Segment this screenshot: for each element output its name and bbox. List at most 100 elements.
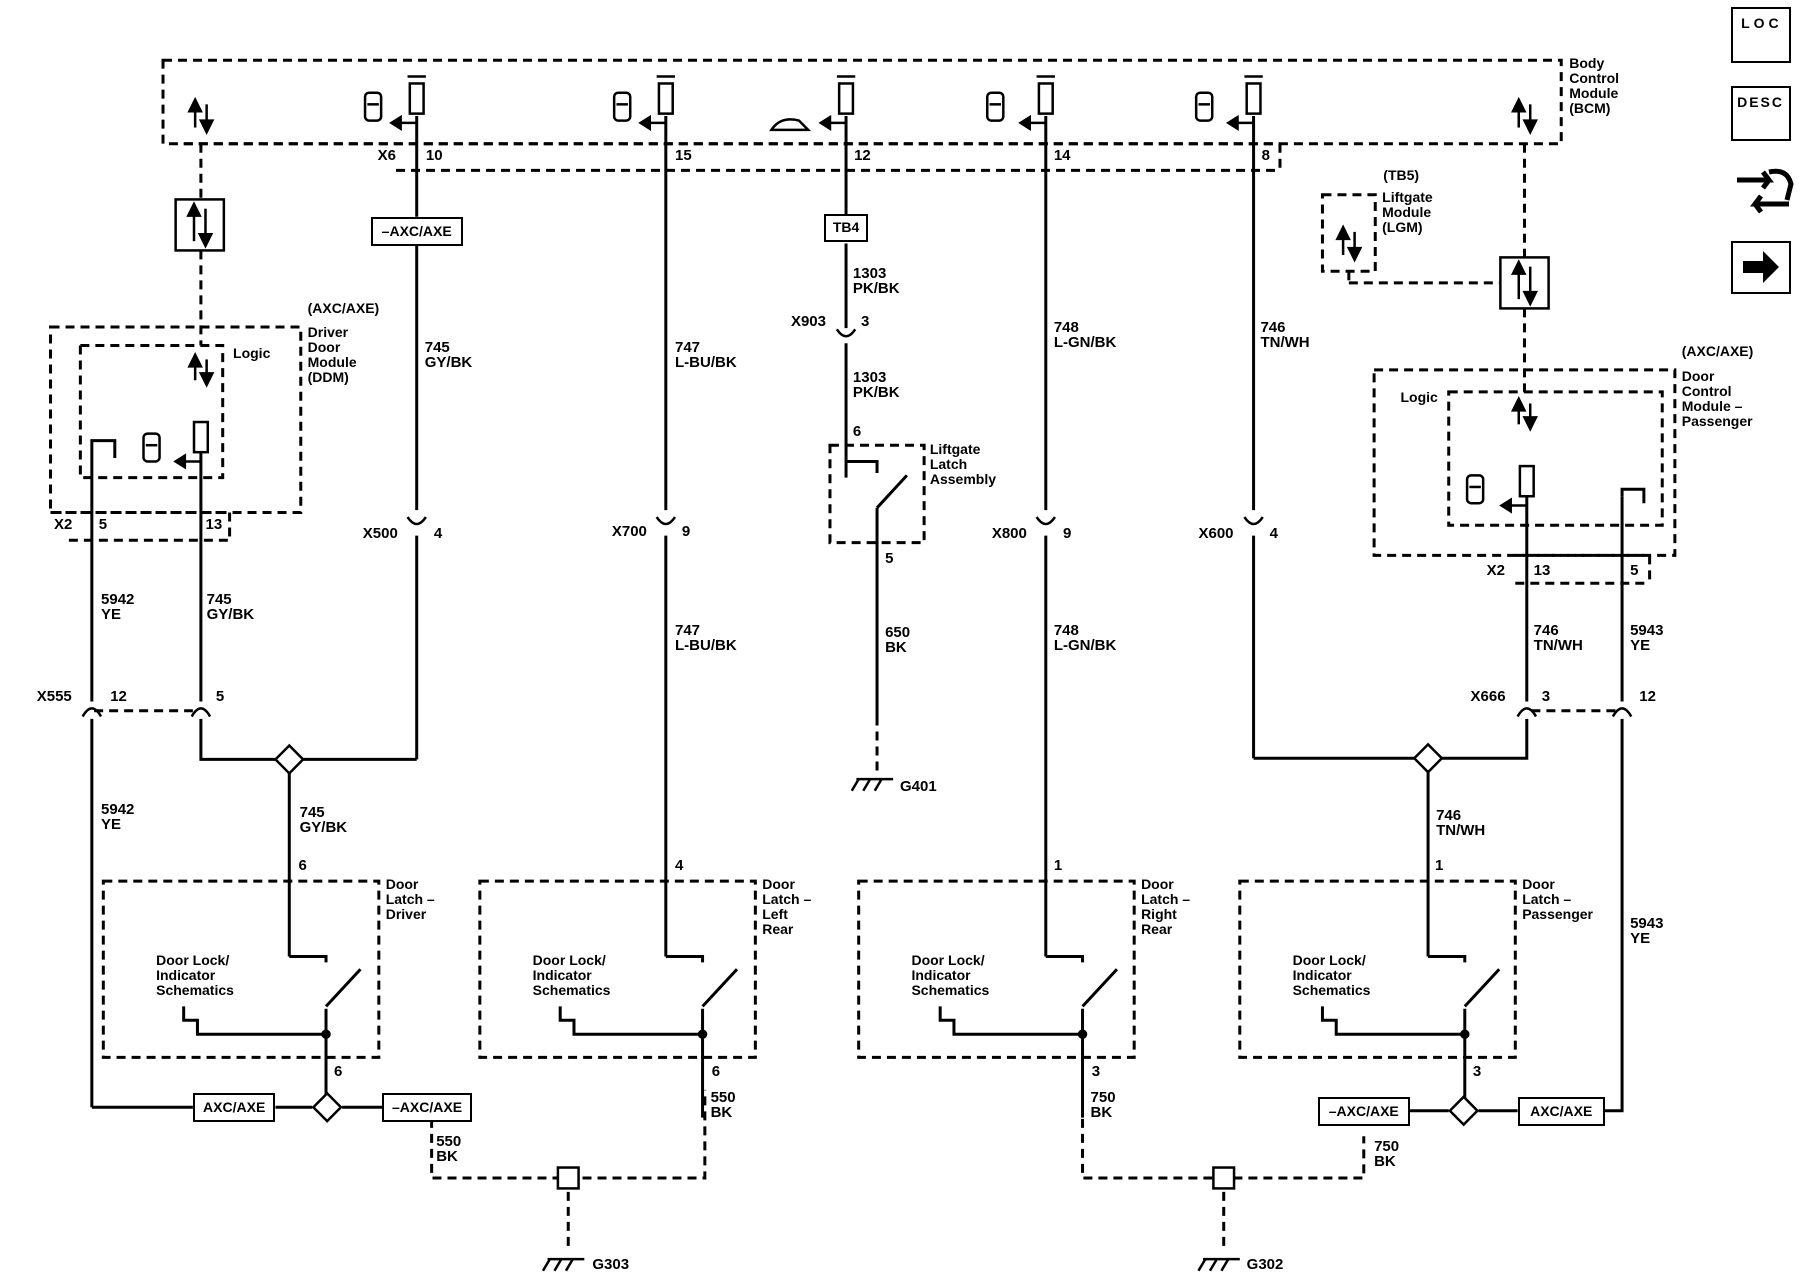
pin-3: 3 <box>860 313 870 331</box>
latch-contact <box>1428 955 1467 963</box>
dashed-module-outlines <box>49 58 1677 1250</box>
g401-ground-icon <box>873 778 883 792</box>
pin-3-d: 3 <box>1472 1063 1482 1081</box>
lgm-arrows-icon <box>1346 246 1363 263</box>
dcm-driver-resistor <box>1518 464 1535 498</box>
wire-label-1303: 1303 PK/BK <box>852 264 900 297</box>
pin-10: 10 <box>425 147 443 165</box>
ddm-logic-arrows-icon <box>187 351 203 368</box>
x903-cup <box>835 328 857 338</box>
wire-label-5943-b: 5943 YE <box>1630 914 1664 947</box>
dcm-logic-label: Logic <box>1400 388 1438 405</box>
connector-x800: X800 <box>991 525 1027 543</box>
ground-g401-label: G401 <box>900 778 937 796</box>
connector-view-icon[interactable] <box>1731 162 1795 220</box>
dcm-internal-ground <box>1620 487 1646 504</box>
desc-button[interactable]: DESC <box>1731 85 1791 142</box>
ddm-driver-resistor <box>192 420 210 454</box>
serial-data-arrows-icon <box>186 201 202 217</box>
wire-5943-low <box>1604 718 1624 1113</box>
pin-12-b: 12 <box>1639 687 1656 705</box>
serial-box-right <box>1499 256 1550 310</box>
door-latch-left-rear-outline <box>478 879 757 1059</box>
lock-schematics-label-left-rear: Door Lock/ Indicator Schematics <box>532 952 611 999</box>
wire-label-750: 750 BK <box>1090 1088 1116 1121</box>
output-arrow-icon <box>638 114 651 131</box>
output-arrow-icon <box>389 114 402 131</box>
bcm-driver-resistor <box>837 82 855 115</box>
x666-cup <box>1516 707 1538 718</box>
loc-label: LOC <box>1741 14 1783 31</box>
serial-data-arrows-icon <box>1510 259 1527 275</box>
g303-ground-icon <box>541 1258 551 1272</box>
latch-lock-link <box>938 1006 1083 1036</box>
ddm-logic-label: Logic <box>233 344 271 361</box>
wire-label-745-b: 745 GY/BK <box>206 591 255 624</box>
wire-label-550: 550 BK <box>710 1088 736 1121</box>
dcm-option-label: (AXC/AXE) <box>1681 343 1754 360</box>
splice-745 <box>273 743 305 776</box>
g401-ground-icon <box>862 778 872 792</box>
pin-5-b: 5 <box>215 687 225 705</box>
g303-dash-run <box>430 1089 707 1180</box>
splice-dot <box>1460 1029 1470 1039</box>
g302-ground-icon <box>1208 1258 1218 1272</box>
next-button[interactable] <box>1731 241 1791 295</box>
connector-x6: X6 <box>377 147 397 165</box>
loc-button[interactable]: LOC <box>1731 6 1791 63</box>
ddm-internal-ground <box>90 439 117 541</box>
liftgate-latch-outline <box>828 443 926 545</box>
next-arrow-glyph <box>1743 251 1780 284</box>
g302-splice-block <box>1212 1166 1236 1190</box>
connector-x2-right: X2 <box>1486 562 1505 580</box>
pin-3-b: 3 <box>1541 687 1551 705</box>
option-box-minus-axc-axe-left: –AXC/AXE <box>382 1093 472 1123</box>
wire-label-746-b: 746 TN/WH <box>1533 621 1583 654</box>
pin-12: 12 <box>854 147 871 165</box>
lock-schematics-label-right-rear: Door Lock/ Indicator Schematics <box>911 952 990 999</box>
door-latch-right-rear-outline <box>857 879 1136 1059</box>
door-latch-driver-label: Door Latch – Driver <box>385 875 435 922</box>
ddm-logic-outline <box>78 344 225 480</box>
dcm-logic-outline <box>1447 390 1664 527</box>
option-box-minus-axc-axe: –AXC/AXE <box>370 216 463 246</box>
g401-ground-icon <box>850 778 860 792</box>
bcm-label: Body Control Module (BCM) <box>1569 54 1620 116</box>
door-latch-passenger-label: Door Latch – Passenger <box>1522 875 1594 922</box>
latch-switch-arm <box>701 968 739 1008</box>
splice-746 <box>1412 742 1444 774</box>
wire-label-750-b: 750 BK <box>1374 1137 1400 1170</box>
output-arrow-icon <box>1018 114 1031 131</box>
pin-6-c: 6 <box>334 1063 343 1081</box>
lgm-outline <box>1320 193 1377 273</box>
wire-traces <box>90 115 1646 1180</box>
connector-view-glyph <box>1737 169 1794 214</box>
splice-dot <box>321 1029 331 1039</box>
vehicle-door-icon <box>985 91 1005 122</box>
liftgate-switch-arm <box>875 474 908 509</box>
pin-4-b: 4 <box>1269 525 1278 543</box>
pin-6: 6 <box>852 423 862 441</box>
pin-5-d: 5 <box>885 549 894 567</box>
wire-label-745-c: 745 GY/BK <box>299 803 348 836</box>
option-box-axc-axe-left: AXC/AXE <box>192 1093 276 1123</box>
x600-cup <box>1243 516 1264 526</box>
pin-3-c: 3 <box>1091 1063 1101 1081</box>
wire-label-5943: 5943 YE <box>1630 621 1664 654</box>
wire-label-5942-b: 5942 YE <box>101 801 135 834</box>
option-box-minus-axc-axe-right: –AXC/AXE <box>1317 1096 1410 1126</box>
vehicle-door-icon <box>363 91 383 122</box>
desc-label: DESC <box>1737 93 1785 110</box>
connector-x500: X500 <box>362 525 398 543</box>
connector-x700: X700 <box>611 523 647 541</box>
output-arrow-icon <box>1499 497 1512 514</box>
pin-6-d: 6 <box>711 1063 721 1081</box>
vehicle-door-icon <box>612 91 632 122</box>
pin-13: 13 <box>205 516 223 534</box>
wire-label-5942: 5942 YE <box>101 591 135 624</box>
lock-schematics-label-passenger: Door Lock/ Indicator Schematics <box>1292 952 1371 999</box>
latch-switch-arm <box>1081 968 1119 1008</box>
output-arrow-icon <box>1225 114 1239 131</box>
latch-contact <box>1045 955 1085 963</box>
